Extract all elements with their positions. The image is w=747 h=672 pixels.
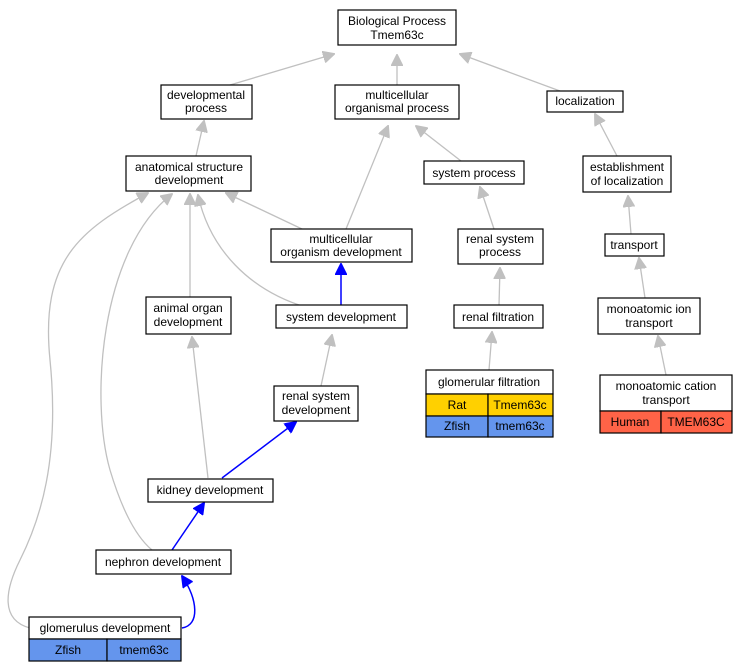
gene-cell xyxy=(487,415,554,438)
node-label: organism development xyxy=(280,245,402,259)
node-label: development xyxy=(154,315,223,329)
node-multicellular-organism-development[interactable]: multicellular organism development xyxy=(270,228,413,263)
edges xyxy=(7,54,667,629)
node-animal-organ-development[interactable]: animal organ development xyxy=(145,296,232,335)
node-label: development xyxy=(282,403,351,417)
edge-monoion-to-transport xyxy=(639,258,645,299)
node-system-development[interactable]: system development xyxy=(275,304,408,329)
node-developmental-process[interactable]: developmental process xyxy=(160,84,253,120)
edge-renalfilt-to-renalsysproc xyxy=(499,268,500,306)
species-label: Zfish xyxy=(55,643,81,657)
edge-nephron-to-kidney xyxy=(171,503,204,551)
edge-transport-to-estab xyxy=(628,196,631,235)
node-label: renal system xyxy=(282,389,350,403)
node-label: organismal process xyxy=(345,101,449,115)
node-label: monoatomic cation xyxy=(616,379,717,393)
node-renal-filtration[interactable]: renal filtration xyxy=(453,304,544,329)
node-label: establishment xyxy=(590,160,665,174)
edge-nephron-to-anat xyxy=(100,194,172,551)
gene-label: TMEM63C xyxy=(667,415,725,429)
edge-glomfilt-to-renalfilt xyxy=(489,332,492,371)
species-label: Zfish xyxy=(444,419,470,433)
node-label: glomerular filtration xyxy=(438,375,540,389)
node-label: kidney development xyxy=(157,483,264,497)
node-label: transport xyxy=(625,316,673,330)
gene-cell xyxy=(106,638,182,662)
node-label: animal organ xyxy=(153,301,222,315)
node-label: multicellular xyxy=(365,88,428,102)
edge-glomdev-to-anat xyxy=(7,193,148,629)
node-kidney-development[interactable]: kidney development xyxy=(147,478,274,503)
node-label: renal filtration xyxy=(462,310,534,324)
node-label: nephron development xyxy=(105,555,222,569)
node-label: localization xyxy=(555,94,614,108)
edge-estab-to-local xyxy=(595,114,618,157)
edge-renalsysproc-to-sysproc xyxy=(480,187,495,230)
node-label: renal system xyxy=(466,232,534,246)
node-label: monoatomic ion xyxy=(607,302,692,316)
node-renal-system-process[interactable]: renal system process xyxy=(457,228,544,265)
node-glomerulus-development[interactable]: glomerulus development Zfish tmem63c xyxy=(28,616,182,662)
node-anatomical-structure-development[interactable]: anatomical structure development xyxy=(125,155,252,192)
node-biological-process[interactable]: Biological Process Tmem63c xyxy=(337,9,457,46)
node-label: developmental xyxy=(167,88,245,102)
edge-renalsysdev-to-sysdev xyxy=(320,335,332,387)
node-label: transport xyxy=(610,238,658,252)
node-establishment-of-localization[interactable]: establishment of localization xyxy=(582,155,672,193)
node-localization[interactable]: localization xyxy=(546,90,624,113)
node-label: anatomical structure xyxy=(135,160,243,174)
node-renal-system-development[interactable]: renal system development xyxy=(273,385,359,422)
node-system-process[interactable]: system process xyxy=(423,160,525,185)
edge-kidney-to-animal xyxy=(192,337,209,479)
node-label: system development xyxy=(286,310,397,324)
edge-sysproc-to-multiproc xyxy=(416,126,462,162)
gene-label: tmem63c xyxy=(495,419,544,433)
gene-cell xyxy=(660,410,733,434)
species-label: Human xyxy=(611,415,650,429)
gene-label: Tmem63c xyxy=(493,398,546,412)
species-label: Rat xyxy=(448,398,467,412)
node-label: transport xyxy=(642,393,690,407)
node-multicellular-organismal-process[interactable]: multicellular organismal process xyxy=(334,84,460,120)
edge-mcodev-to-multiproc xyxy=(345,126,388,230)
node-nephron-development[interactable]: nephron development xyxy=(95,549,232,575)
node-transport[interactable]: transport xyxy=(604,233,665,257)
node-monoatomic-ion-transport[interactable]: monoatomic ion transport xyxy=(597,297,701,335)
edge-kidney-to-renalsysdev xyxy=(221,422,296,479)
node-label: system process xyxy=(432,166,515,180)
edge-devproc-to-bio xyxy=(229,54,334,86)
node-label: multicellular xyxy=(309,232,372,246)
edge-monocat-to-monoion xyxy=(658,336,667,376)
node-glomerular-filtration[interactable]: glomerular filtration Rat Tmem63c Zfish … xyxy=(425,369,554,438)
edge-mcodev-to-anat xyxy=(226,193,303,230)
edge-glomdev-to-nephron xyxy=(182,576,196,629)
node-label: of localization xyxy=(591,174,664,188)
gene-label: tmem63c xyxy=(119,643,168,657)
node-label: Biological Process xyxy=(348,14,446,28)
edge-anat-to-devproc xyxy=(195,121,204,157)
node-label: process xyxy=(479,245,521,259)
node-label: process xyxy=(185,101,227,115)
node-label: glomerulus development xyxy=(40,621,171,635)
edge-local-to-bio xyxy=(460,54,561,92)
node-label: Tmem63c xyxy=(370,28,423,42)
node-label: development xyxy=(155,173,224,187)
edge-sysdev-to-anat xyxy=(198,195,306,308)
node-monoatomic-cation-transport[interactable]: monoatomic cation transport Human TMEM63… xyxy=(599,374,733,434)
